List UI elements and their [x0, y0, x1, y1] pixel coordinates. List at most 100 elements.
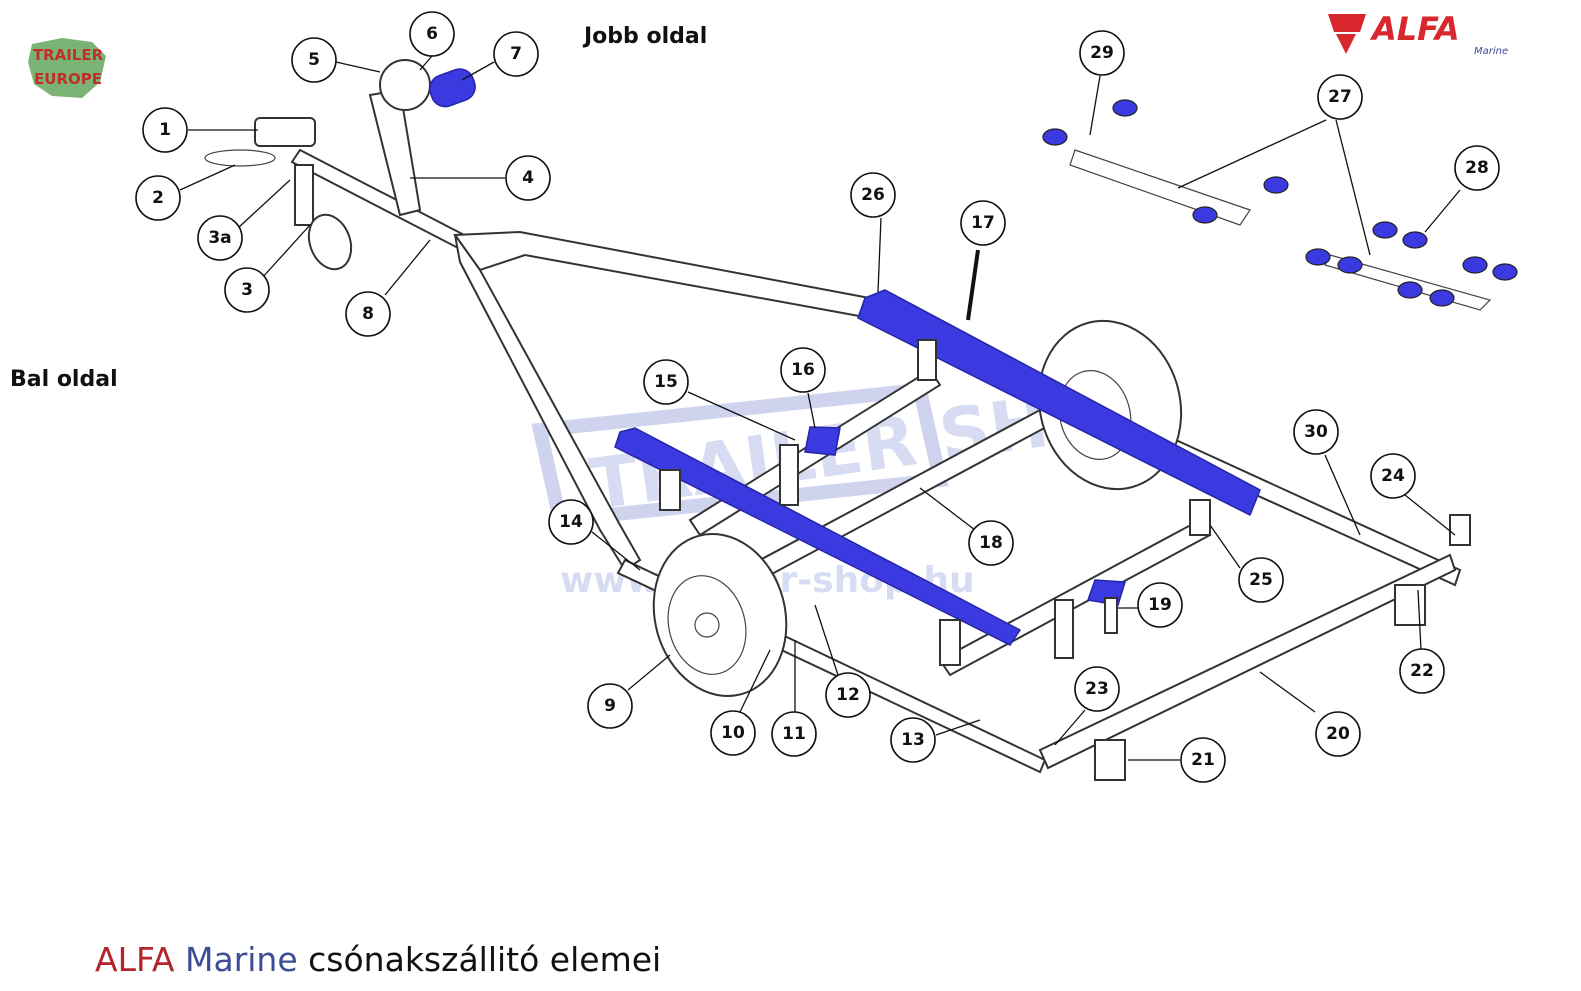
te-logo-line1: TRAILER	[33, 46, 104, 64]
coupling-head	[254, 117, 316, 147]
callout-label: 12	[836, 685, 860, 705]
callout-label: 26	[861, 185, 885, 205]
callout-25: 25	[1238, 557, 1284, 603]
front-bunk-bracket-right	[917, 339, 937, 381]
callout-circle	[1074, 666, 1120, 712]
callout-circle	[968, 520, 1014, 566]
callout-7: 7	[493, 31, 539, 77]
right-bunk	[857, 289, 1261, 517]
left-wheel-rim	[667, 575, 747, 675]
callout-14: 14	[548, 499, 594, 545]
callout-18: 18	[968, 520, 1014, 566]
footer-brand: ALFA	[95, 940, 175, 979]
left-wheel-hub	[694, 612, 720, 638]
callout-circle	[850, 172, 896, 218]
callout-circle	[1293, 409, 1339, 455]
callout-16: 16	[780, 347, 826, 393]
callout-12: 12	[825, 672, 871, 718]
callout-label: 14	[559, 512, 583, 532]
callout-6: 6	[409, 11, 455, 57]
callout-label: 27	[1328, 87, 1352, 107]
callout-circle	[1238, 557, 1284, 603]
callout-23: 23	[1074, 666, 1120, 712]
callout-label: 3a	[208, 228, 231, 248]
callout-24: 24	[1370, 453, 1416, 499]
callout-label: 6	[426, 24, 438, 44]
callout-circle	[142, 107, 188, 153]
left-wheel	[652, 533, 788, 697]
callout-label: 19	[1148, 595, 1172, 615]
front-keel-roller	[804, 426, 841, 456]
right-wheel-rim	[1058, 369, 1132, 461]
callout-circle	[771, 711, 817, 757]
callout-13: 13	[890, 717, 936, 763]
callout-1: 1	[142, 107, 188, 153]
callout-10: 10	[710, 710, 756, 756]
callout-label: 7	[510, 44, 522, 64]
roller-set-27	[1042, 99, 1289, 226]
callout-label: 11	[782, 724, 806, 744]
callout-label: 5	[308, 50, 320, 70]
callout-20: 20	[1315, 711, 1361, 757]
callout-2: 2	[135, 175, 181, 221]
callout-label: 23	[1085, 679, 1109, 699]
callout-circle	[1079, 30, 1125, 76]
jockey-wheel	[307, 213, 353, 271]
callout-circle	[960, 200, 1006, 246]
callout-label: 17	[971, 213, 995, 233]
callout-label: 16	[791, 360, 815, 380]
callout-15: 15	[643, 359, 689, 405]
callout-label: 28	[1465, 158, 1489, 178]
callout-label: 30	[1304, 422, 1328, 442]
callout-label: 10	[721, 723, 745, 743]
callout-28: 28	[1454, 145, 1500, 191]
callout-label: 15	[654, 372, 678, 392]
callout-circle	[505, 155, 551, 201]
callout-label: 29	[1090, 43, 1114, 63]
callout-30: 30	[1293, 409, 1339, 455]
footer-title: ALFA Marine csónakszállitó elemei	[95, 940, 661, 979]
callout-circle	[643, 359, 689, 405]
callout-circle	[135, 175, 181, 221]
callout-circle	[345, 291, 391, 337]
callout-8: 8	[345, 291, 391, 337]
callout-label: 9	[604, 696, 616, 716]
callout-label: 1	[159, 120, 171, 140]
callout-17: 17	[960, 200, 1006, 246]
front-bunk-bracket-left	[659, 469, 681, 511]
callout-label: 24	[1381, 466, 1405, 486]
callout-29: 29	[1079, 30, 1125, 76]
rear-bunk-bracket-right	[1189, 499, 1211, 536]
callout-circle	[890, 717, 936, 763]
callout-circle	[548, 499, 594, 545]
callout-label: 25	[1249, 570, 1273, 590]
right-side-label: Jobb oldal	[584, 24, 708, 49]
callout-label: 8	[362, 304, 374, 324]
safety-cable	[204, 149, 276, 167]
callout-label: 20	[1326, 724, 1350, 744]
rear-bunk-bracket-left	[939, 619, 961, 666]
alfa-logo-text: ALFA	[1369, 10, 1460, 48]
callout-circle	[1317, 74, 1363, 120]
callout-circle	[409, 11, 455, 57]
callout-circle	[1180, 737, 1226, 783]
callout-circle	[1454, 145, 1500, 191]
keel-roller-post	[1104, 597, 1118, 634]
callout-circle	[1315, 711, 1361, 757]
footer-brand2: Marine	[185, 940, 298, 979]
te-logo-line2: EUROPE	[34, 70, 102, 88]
callout-label: 3	[241, 280, 253, 300]
alfa-logo-sub: Marine	[1474, 46, 1508, 57]
jockey-wheel-post	[294, 164, 314, 226]
callout-circle	[493, 31, 539, 77]
callout-circle	[1399, 648, 1445, 694]
rear-roller-holder	[1449, 514, 1471, 546]
callout-circle	[587, 683, 633, 729]
callout-label: 22	[1410, 661, 1434, 681]
left-side-label: Bal oldal	[10, 367, 118, 392]
callout-27: 27	[1317, 74, 1363, 120]
leader-lines	[179, 55, 1461, 761]
